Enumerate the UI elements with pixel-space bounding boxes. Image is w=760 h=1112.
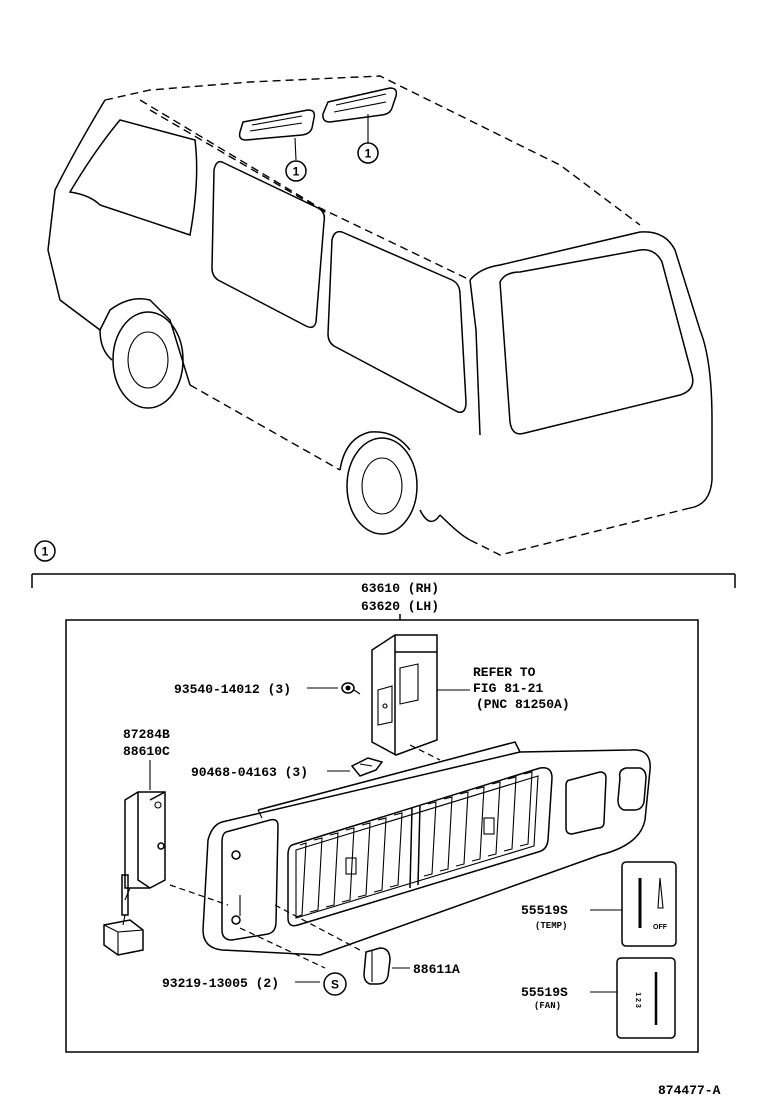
fan-label: (FAN) [534, 1001, 561, 1011]
switch-part-label-1: 87284B [123, 727, 170, 742]
fan-part-label: 55519S [521, 985, 568, 1000]
front-wheel [112, 311, 184, 409]
refer-line-1: REFER TO [473, 665, 536, 680]
callout-number: 1 [293, 165, 300, 179]
roof-vent-left [238, 109, 316, 141]
s-screw-symbol: S [323, 972, 347, 996]
screw-icon [341, 682, 361, 695]
switch-part-label-2: 88610C [123, 744, 170, 759]
callout-number: 1 [365, 147, 372, 161]
off-text: OFF [653, 924, 668, 931]
van-illustration [47, 75, 713, 556]
figure-id: 874477-A [658, 1083, 721, 1098]
clip-part-label: 90468-04163 (3) [191, 765, 308, 780]
switch-assembly [103, 791, 166, 956]
duct-box [371, 634, 438, 756]
assembly-frame [65, 619, 699, 1053]
rear-wheel [346, 437, 418, 535]
knob-icon [363, 947, 391, 985]
s-symbol-text: S [331, 978, 339, 992]
temp-label: (TEMP) [535, 921, 567, 931]
louver-group-left [295, 812, 403, 918]
temp-part-label: 55519S [521, 903, 568, 918]
callout-circle-assembly: 1 [34, 540, 56, 562]
callout-number: 1 [42, 545, 49, 559]
assembly-part-rh: 63610 (RH) [361, 581, 439, 596]
vent-panel [202, 741, 651, 956]
screw-part-label: 93540-14012 (3) [174, 682, 291, 697]
temp-plate: OFF [621, 861, 677, 947]
callout-circle-right: 1 [357, 142, 379, 164]
assembly-part-lh: 63620 (LH) [361, 599, 439, 614]
assembly-bracket [31, 573, 736, 588]
knob-part-label: 88611A [413, 962, 460, 977]
fan-plate: 1 2 3 [616, 957, 676, 1039]
clip-icon [350, 757, 384, 777]
refer-line-2: FIG 81-21 [473, 681, 543, 696]
roof-vent-right [322, 87, 398, 123]
screw-s-part-label: 93219-13005 (2) [162, 976, 279, 991]
louver-group-right [423, 771, 533, 877]
refer-line-3: (PNC 81250A) [476, 697, 570, 712]
fan-dial-text: 1 2 3 [634, 992, 641, 1008]
callout-circle-left: 1 [285, 160, 307, 182]
